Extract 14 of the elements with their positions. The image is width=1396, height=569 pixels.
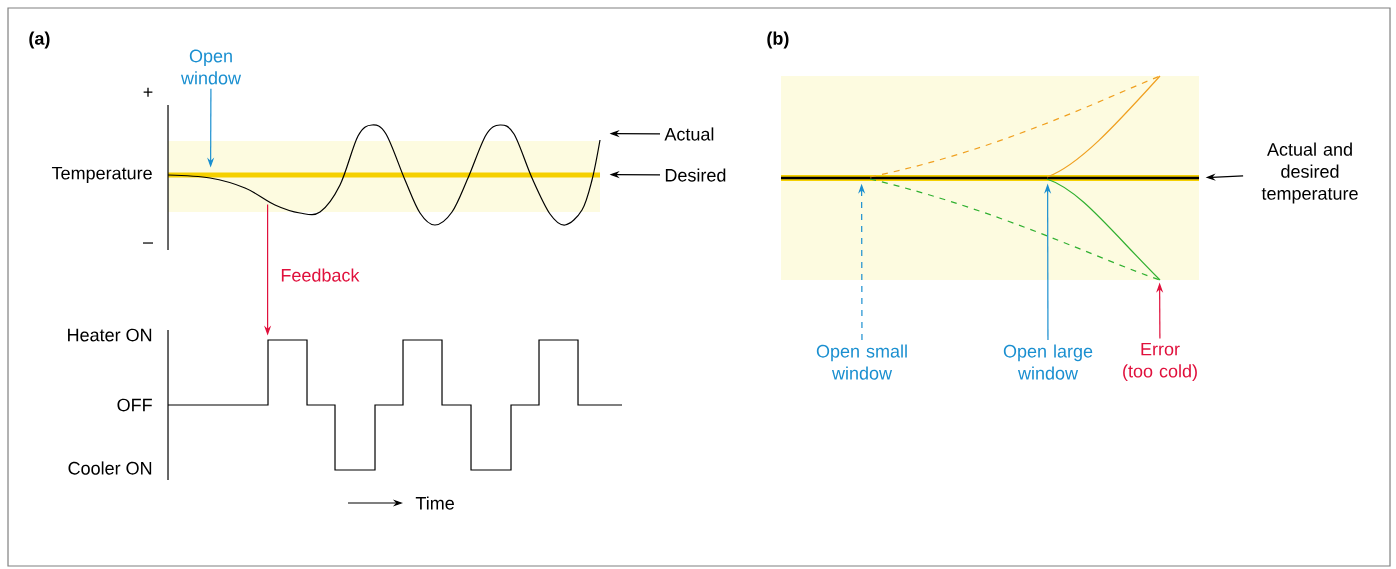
temperature-drift-drawing: [781, 75, 1199, 281]
callout-text: Actual and desired temperature: [1261, 142, 1358, 204]
axis-label: +: [143, 87, 153, 97]
callout-text: Error (too cold): [1123, 342, 1197, 382]
switching-plot-drawing: [167, 329, 623, 481]
callout-text: Open window: [180, 49, 242, 85]
temperature-plot-drawing: [167, 104, 601, 251]
panel-label: (b): [767, 31, 789, 49]
callout-text: Open large window: [1003, 344, 1093, 380]
panel-label: (a): [29, 31, 50, 49]
callout-text: Open small window: [816, 344, 907, 380]
callout-text: Actual: [664, 127, 714, 141]
edge-label: Feedback: [278, 266, 362, 284]
callout-text: Desired: [665, 168, 726, 182]
